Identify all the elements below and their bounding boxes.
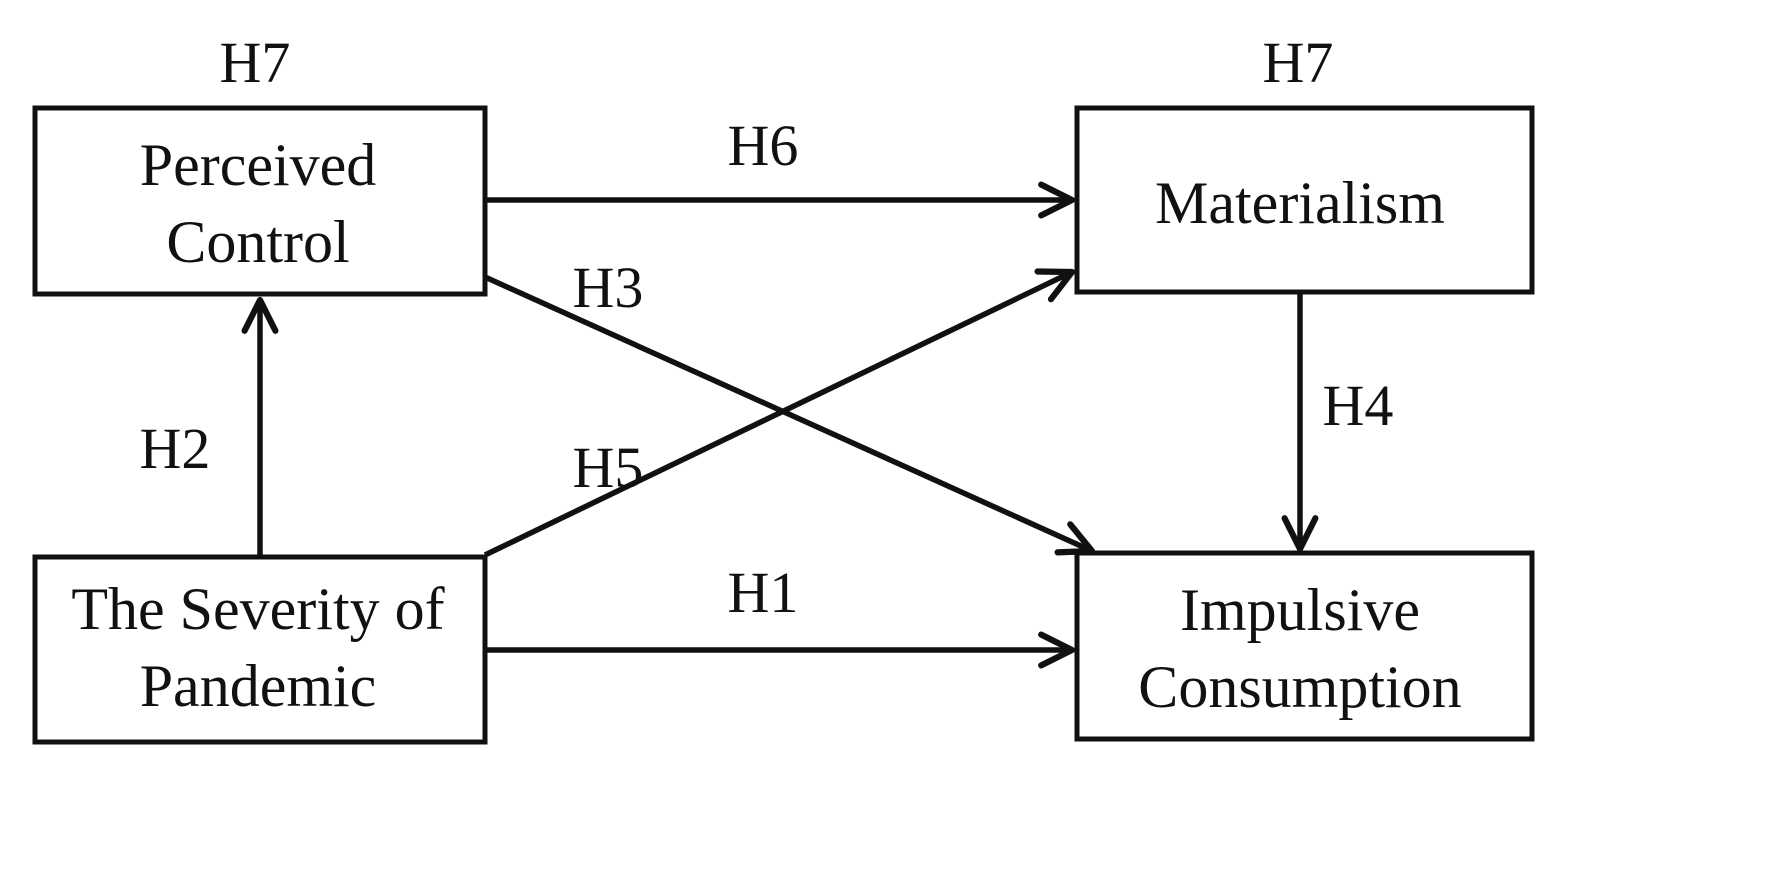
edge-label-h5: H5 [573,435,644,500]
edge-h3-arrow [483,274,1096,556]
node-impulsive-line1: Impulsive [1180,577,1420,643]
h7-label-materialism: H7 [1263,30,1334,95]
node-perceived-control: Perceived Control [32,105,488,297]
node-severity-line1: The Severity of [71,576,444,642]
node-materialism: Materialism [1074,105,1535,295]
node-impulsive-consumption: Impulsive Consumption [1074,550,1535,742]
node-severity-of-pandemic: The Severity of Pandemic [32,554,488,745]
node-severity-line2: Pandemic [140,653,377,719]
h7-label-perceived-control: H7 [220,30,291,95]
node-perceived-control-line2: Control [166,209,349,275]
node-impulsive-line2: Consumption [1138,654,1461,720]
edge-label-h6: H6 [728,113,799,178]
node-materialism-line1: Materialism [1155,170,1445,236]
edge-label-h4: H4 [1323,373,1394,438]
edge-h5-arrow [483,268,1076,558]
edge-label-h2: H2 [140,416,211,481]
edge-label-h3: H3 [573,255,644,320]
node-perceived-control-line1: Perceived [140,132,377,198]
edge-label-h1: H1 [728,560,799,625]
